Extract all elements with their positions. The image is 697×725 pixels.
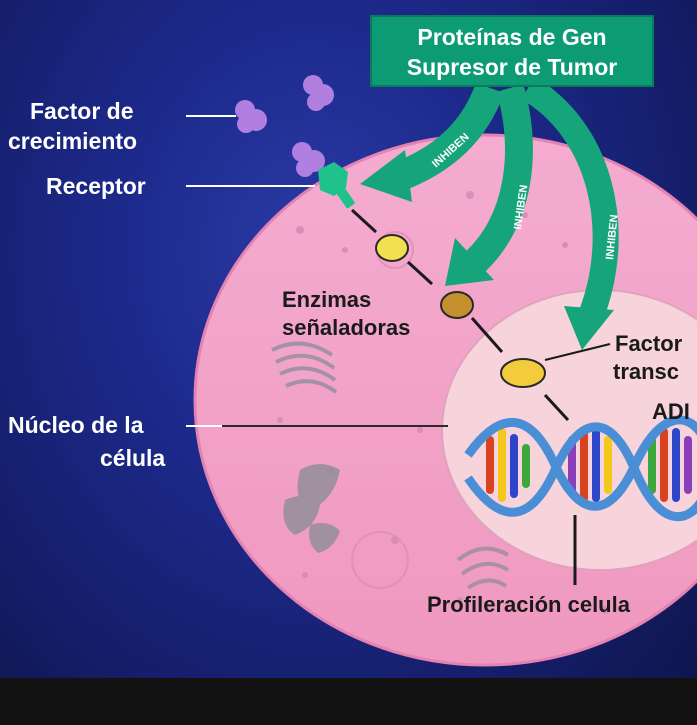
nucleus-label-line-1: Núcleo de la <box>8 412 144 438</box>
transcription-factor-label-line-1: Factor <box>615 331 683 356</box>
receptor-label: Receptor <box>46 173 146 199</box>
inhibit-arrow-3 <box>521 76 619 350</box>
transcription-leader-line <box>544 343 611 361</box>
golgi-organelle-2 <box>456 546 510 590</box>
golgi-organelle <box>271 341 338 394</box>
growth-factor-label-line-2: crecimiento <box>8 128 138 154</box>
growth-factor-label-line-1: Factor de <box>30 98 134 124</box>
inhibit-arrow-1 <box>360 82 505 202</box>
inhibit-arrow-2 <box>445 84 533 286</box>
er-organelle <box>283 464 340 553</box>
enzymes-label-line-2: señaladoras <box>282 315 411 340</box>
dna-label: ADI <box>652 399 690 424</box>
signal-pathway <box>350 208 570 422</box>
dna-helix <box>464 415 697 522</box>
transcription-factor-label-line-2: transc <box>613 359 680 384</box>
vesicle <box>351 531 409 589</box>
transcription-factor <box>500 358 546 388</box>
inhibit-label-3: INHIBEN <box>604 214 621 260</box>
tumor-suppressor-banner: Proteínas de Gen Supresor de Tumor <box>370 15 654 87</box>
growth-factor-molecule <box>235 75 334 177</box>
banner-line-1: Proteínas de Gen <box>417 24 607 50</box>
proliferation-label: Profileración celula <box>427 592 630 617</box>
enzyme-1 <box>375 234 409 262</box>
enzyme-2 <box>440 291 474 319</box>
bottom-band <box>0 678 697 725</box>
banner-line-2: Supresor de Tumor <box>406 54 618 80</box>
receptor-protein <box>318 162 355 209</box>
nucleus-label-line-2: célula <box>100 445 166 471</box>
leader-lines <box>186 115 315 427</box>
enzymes-label-line-1: Enzimas <box>282 287 372 312</box>
